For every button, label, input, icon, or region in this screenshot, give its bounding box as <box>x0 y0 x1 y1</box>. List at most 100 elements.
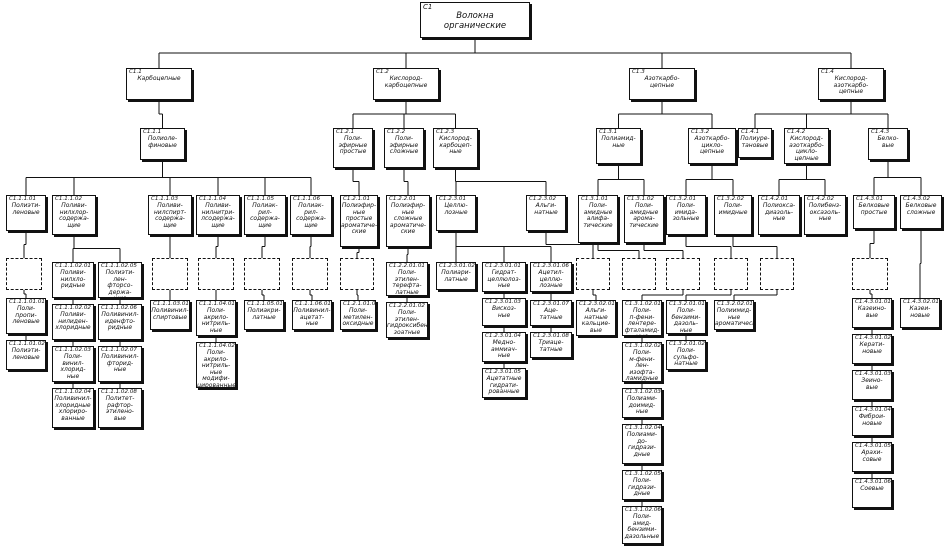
node-code: С1 <box>423 3 433 11</box>
node-code: С1.1.1.02.01 <box>55 263 91 269</box>
node-label: Поли- пропи- леновые <box>12 305 40 326</box>
node-code: С1.1.1.02 <box>55 196 83 202</box>
node-code: С1.4.3.01 <box>856 196 884 202</box>
node-label: Карбоцепные <box>137 75 181 82</box>
node-code: С1.2.3.02 <box>529 196 557 202</box>
node-code: С1.1.1.01 <box>9 196 37 202</box>
node-label: Фиброи- новые <box>858 413 886 427</box>
node-label: Полиэфир- ные простые ароматиче- ские <box>341 202 378 236</box>
node-label: Поли- гидрази- дные <box>628 477 656 498</box>
node-label: Поли- метилен- оксидные <box>342 307 374 328</box>
node-code: С1.3.1.02.06 <box>625 507 661 513</box>
node-label: Поливи- нилиден- хлоридные <box>55 311 91 332</box>
node-label: Поли- имида- зольные <box>672 202 700 223</box>
node-code: С1.2.3.02.01 <box>579 301 615 307</box>
node-code: С1.2.2 <box>387 129 406 135</box>
placeholder-node <box>152 258 188 290</box>
node-code: С1.4.3 <box>871 129 890 135</box>
node-label: Полиэти- леновые <box>11 347 41 361</box>
node-label: Поли- винил- хлорид- ные <box>60 353 86 380</box>
node-label: Поли- этилен- терефта- латные <box>392 269 422 296</box>
node-code: С1.4.1 <box>741 129 760 135</box>
node-label: Поливи- нилспирт- содержа- щие <box>153 202 187 229</box>
node-code: С1.2 <box>376 69 389 75</box>
node-code: С1.3.1.02.04 <box>625 425 661 431</box>
node-code: С1.2.2.01.02 <box>389 303 425 309</box>
node-code: С1.4.2.01 <box>761 196 789 202</box>
node-code: С1.3.1.02.02 <box>625 343 661 349</box>
node-label: Полиоле- финовые <box>147 135 178 149</box>
node-label: Кислород- карбоцепные <box>384 75 428 89</box>
node-label: Поли- этилен- гидроксибен- зоатные <box>387 309 428 336</box>
node-label: Поли- эфирные простые <box>338 135 368 156</box>
node-code: С1.1.1.02.06 <box>101 305 137 311</box>
node-label: Полиак- рил- содержа- щие <box>296 202 326 229</box>
node-code: С1.3.1.02.03 <box>625 389 661 395</box>
node-code: С1.1.1.02.03 <box>55 347 91 353</box>
node-code: С1.3.1 <box>599 129 618 135</box>
node-code: С1.2.3.01.05 <box>485 369 521 375</box>
node-label: Белковые простые <box>858 202 890 216</box>
node-label: Полиами- до- гидрази- дные <box>626 431 658 458</box>
node-code: С1.1.1 <box>143 129 162 135</box>
node-code: С1.2.2.01.01 <box>389 263 425 269</box>
node-label: Полиамид- ные <box>601 135 636 149</box>
node-code: С1.1.1.03 <box>151 196 179 202</box>
node-label: Полибенз- оксазоль- ные <box>808 202 842 223</box>
node-code: С1.2.1 <box>336 129 355 135</box>
placeholder-node <box>198 258 234 290</box>
node-label: Поливи- нилхло- ридные <box>60 269 86 290</box>
node-code: С1.3.2.01 <box>669 196 697 202</box>
node-label: Поли- бензими- дазоль- ные <box>671 307 701 334</box>
node-code: С1.4 <box>821 69 834 75</box>
node-code: С1.3.1.01 <box>581 196 609 202</box>
node-label: Поли- имидные <box>718 202 748 216</box>
node-label: Полиакри- латные <box>247 307 281 321</box>
node-code: С1.4.3.01.06 <box>855 479 891 485</box>
node-label: Полиак- рил- содержа- щие <box>250 202 280 229</box>
node-code: С1.1.1.04 <box>199 196 227 202</box>
placeholder-node <box>622 258 656 290</box>
node-code: С1.4.3.01.05 <box>855 443 891 449</box>
node-label: Белко- вые <box>877 135 899 149</box>
node-label: Поли- м-фени- лен- изофта- ламидные <box>625 349 659 382</box>
node-code: С1.1.1.04.01 <box>199 301 235 307</box>
node-code: С1.2.3.01.04 <box>485 333 521 339</box>
placeholder-node <box>666 258 700 290</box>
node-code: С1.2.3.01.07 <box>533 301 569 307</box>
node-code: С1.2.3.01.02 <box>439 263 475 269</box>
node-label: Поли- сульфо- натные <box>673 347 699 368</box>
node-code: С1.1.1.02.02 <box>55 305 91 311</box>
placeholder-node <box>852 258 888 290</box>
